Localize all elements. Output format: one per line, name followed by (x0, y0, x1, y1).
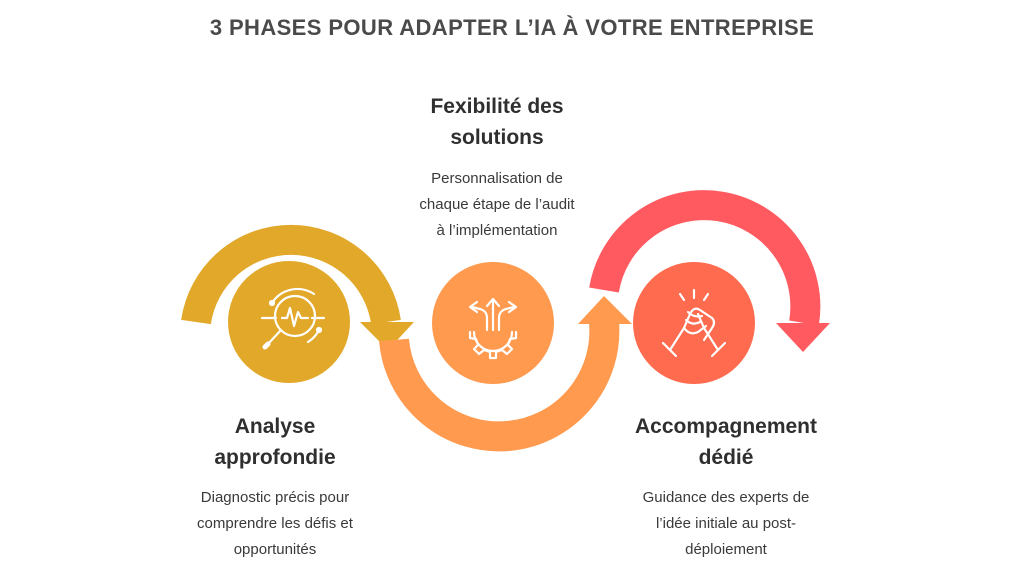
phase3-desc-line1: Guidance des experts de (642, 489, 810, 506)
phase3-title: Accompagnement dédié (598, 411, 854, 473)
handshake-icon (661, 288, 727, 358)
phase1-description: Diagnostic précis pour comprendre les dé… (155, 485, 395, 563)
phase2-title: Fexibilité des solutions (377, 91, 617, 153)
phase2-desc-line2: chaque étape de l’audit (419, 196, 575, 213)
phase3-node (633, 262, 755, 384)
phase1-arc-arrow (181, 224, 414, 350)
phase1-node (228, 261, 350, 383)
phase3-description: Guidance des experts de l’idée initiale … (598, 485, 854, 563)
phase2-node (432, 262, 554, 384)
phase1-desc-line1: Diagnostic précis pour (200, 489, 350, 506)
phase2-desc-line3: à l’implémentation (436, 222, 558, 239)
phase3-title-line2: dédié (698, 446, 754, 469)
phase2-title-line2: solutions (450, 126, 544, 149)
phase2-title-line1: Fexibilité des (430, 95, 564, 118)
phase3-desc-line3: déploiement (685, 541, 767, 558)
phase1-desc-line2: comprendre les défis et (197, 515, 353, 532)
phase2-description: Personnalisation de chaque étape de l’au… (377, 166, 617, 244)
phase1-title-line2: approfondie (214, 446, 336, 469)
page-title: 3 PHASES POUR ADAPTER L’IA À VOTRE ENTRE… (209, 15, 815, 40)
phase3-arc-arrow (589, 190, 830, 352)
phase2-arc-arrow (379, 296, 632, 452)
phase3-desc-line2: l’idée initiale au post- (655, 515, 797, 532)
phase1-title: Analyse approfondie (155, 411, 395, 473)
gear-arrows-icon (468, 297, 518, 360)
phase2-desc-line1: Personnalisation de (431, 170, 563, 187)
phase1-desc-line3: opportunités (233, 541, 317, 558)
analysis-magnifier-icon (260, 287, 326, 350)
phase1-title-line1: Analyse (234, 415, 316, 438)
phase3-title-line1: Accompagnement (634, 415, 818, 438)
